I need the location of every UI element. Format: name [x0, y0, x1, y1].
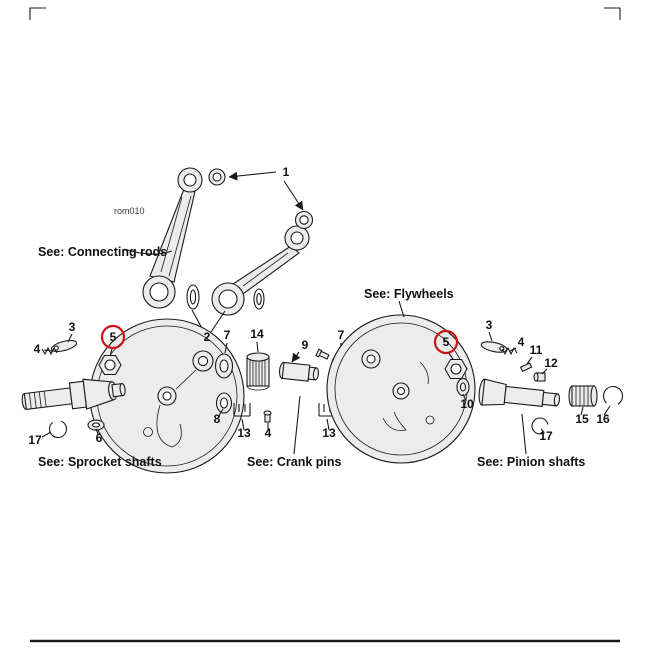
leader-2b — [210, 310, 226, 333]
leader-7-left — [224, 342, 228, 354]
callout-5-right: 5 — [443, 335, 450, 349]
callout-14: 14 — [250, 327, 264, 341]
leader-4-left — [43, 349, 53, 352]
set-screw-4-center — [263, 410, 272, 423]
spacer-12 — [533, 372, 546, 382]
label-sprocket-shafts: See: Sprocket shafts — [38, 455, 162, 469]
callout-4-left: 4 — [34, 342, 41, 356]
label-connecting-rods: See: Connecting rods — [38, 245, 167, 259]
leader-13-left — [241, 418, 245, 431]
callout-16: 16 — [596, 412, 610, 426]
leader-14 — [256, 341, 259, 353]
sprocket-shaft — [21, 378, 126, 411]
leader-8 — [218, 408, 224, 417]
pinion-shaft-nut — [444, 358, 468, 380]
leader-16 — [603, 405, 611, 416]
callout-4-center: 4 — [265, 426, 272, 440]
leader-4-right — [509, 347, 517, 352]
leader-pinion-shafts-label — [521, 413, 527, 455]
retaining-ring-17-right — [531, 417, 549, 435]
callout-17-right: 17 — [539, 429, 553, 443]
retaining-ring-17-left — [48, 419, 68, 439]
callout-8: 8 — [214, 412, 221, 426]
callout-1: 1 — [283, 165, 290, 179]
thrust-washer-6 — [87, 419, 105, 431]
callout-11: 11 — [530, 343, 543, 357]
label-flywheels: See: Flywheels — [364, 287, 454, 301]
lock-tab-left — [50, 339, 78, 353]
connecting-rod-left — [149, 186, 197, 283]
crank-pin-9 — [278, 361, 320, 382]
callout-10: 10 — [460, 397, 474, 411]
leader-5-left — [109, 348, 113, 357]
washer-10 — [456, 377, 470, 397]
leader-6 — [95, 428, 99, 435]
leader-connecting-rods-label — [123, 248, 173, 255]
callout-7-right: 7 — [338, 328, 345, 342]
callout-13-right: 13 — [322, 426, 336, 440]
callout-4-right: 4 — [518, 335, 525, 349]
crank-pin-bolt — [315, 348, 330, 360]
callout-12: 12 — [544, 356, 558, 370]
watermark-text: rom010 — [114, 206, 145, 216]
leader-10 — [462, 393, 467, 402]
bearing-washer-7-left — [214, 353, 234, 379]
leader-12 — [541, 368, 548, 375]
callout-3-right: 3 — [486, 318, 493, 332]
roller-bearing-14 — [246, 352, 270, 391]
leader-1a — [228, 171, 277, 181]
right-flywheel — [326, 300, 476, 464]
leader-3-left — [67, 333, 73, 343]
callout-15: 15 — [575, 412, 589, 426]
retainer-cage-13-left — [233, 403, 251, 417]
leader-17-right — [540, 428, 545, 433]
callout-5-left: 5 — [110, 330, 117, 344]
leader-13-right — [326, 418, 330, 431]
pinion-shaft — [478, 378, 561, 407]
label-pinion-shafts: See: Pinion shafts — [477, 455, 585, 469]
woodruff-key-11 — [519, 362, 533, 373]
callout-17-left: 17 — [28, 433, 42, 447]
bearing-ring-8 — [215, 392, 233, 414]
retaining-ring-16 — [602, 385, 624, 407]
leader-crank-pins-label — [293, 395, 301, 455]
leader-3-right — [488, 331, 493, 342]
callout-7-left: 7 — [224, 328, 231, 342]
callout-2: 2 — [204, 330, 211, 344]
leader-17-left — [41, 431, 52, 438]
leader-11 — [526, 356, 533, 365]
callout-3-left: 3 — [69, 320, 76, 334]
callout-6: 6 — [96, 431, 103, 445]
callout-13-left: 13 — [237, 426, 251, 440]
connecting-rod-right — [232, 245, 300, 295]
label-crank-pins: See: Crank pins — [247, 455, 342, 469]
leader-15 — [580, 406, 584, 416]
leader-1b — [283, 180, 304, 211]
highlight-circle-5-right — [433, 329, 459, 355]
connecting-rods-group — [123, 167, 314, 333]
leader-flywheels-label — [398, 300, 405, 318]
page-border — [29, 7, 621, 643]
pinion-gear-15 — [568, 385, 598, 407]
highlight-circle-5-left — [100, 324, 126, 350]
leader-9 — [291, 351, 301, 363]
sprocket-shaft-nut — [98, 354, 122, 376]
wrist-pin-bushing-lower — [294, 210, 314, 230]
wrist-pin-bushing-upper — [208, 168, 226, 186]
callout-9: 9 — [302, 338, 309, 352]
